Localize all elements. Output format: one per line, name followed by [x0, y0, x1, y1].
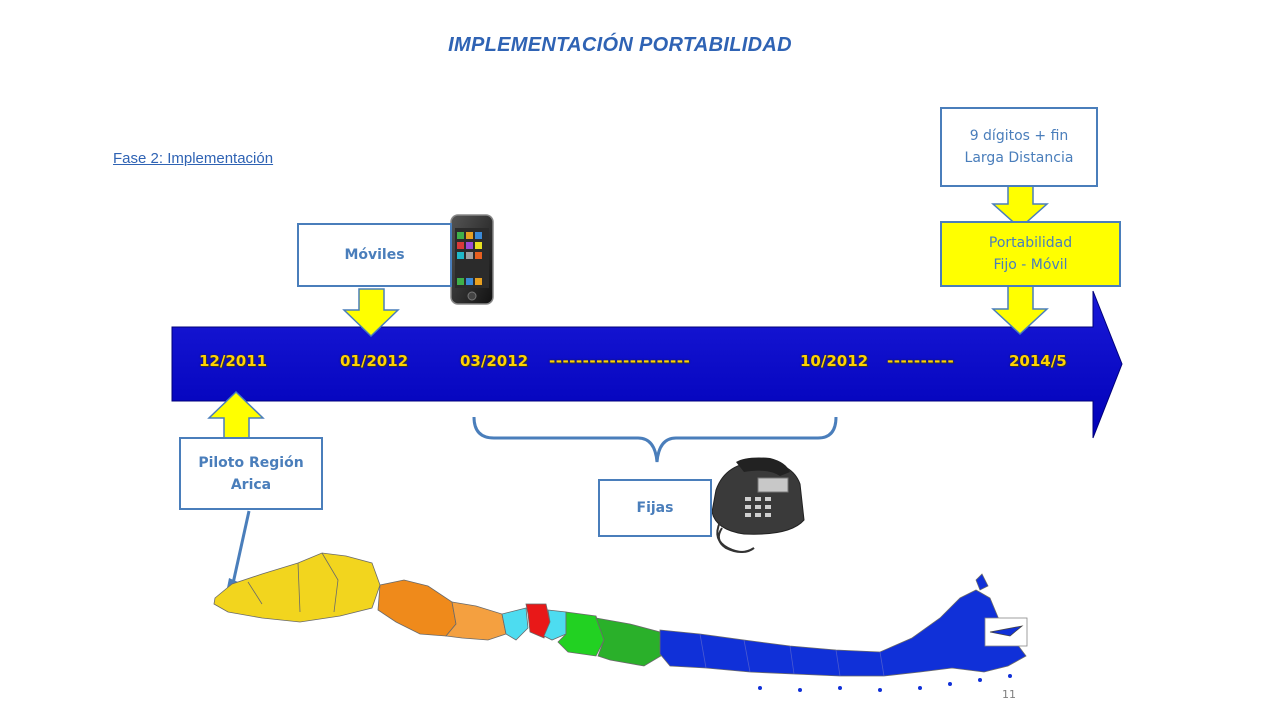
arrow-down-portabilidad [991, 285, 1049, 336]
date-01-2012: 01/2012 [340, 352, 409, 370]
arrow-down-moviles [342, 288, 400, 338]
arrow-down-nueve-digitos [991, 183, 1049, 230]
nueve-digitos-box: 9 dígitos + fin Larga Distancia [940, 107, 1098, 187]
date-10-2012: 10/2012 [800, 352, 869, 370]
fijas-box: Fijas [598, 479, 712, 537]
date-12-2011: 12/2011 [199, 352, 268, 370]
map-pointer-line [230, 510, 251, 589]
page-number: 11 [1002, 688, 1016, 701]
timeline-arrow [171, 290, 1123, 439]
date-03-2012: 03/2012 [460, 352, 529, 370]
fijas-label: Fijas [636, 500, 674, 516]
slide-title: IMPLEMENTACIÓN PORTABILIDAD [448, 34, 792, 56]
smartphone-icon [450, 214, 494, 305]
phase-link[interactable]: Fase 2: Implementación [113, 150, 274, 167]
date-2014-5: 2014/5 [1009, 352, 1067, 370]
nueve-digitos-label: 9 dígitos + fin Larga Distancia [964, 128, 1074, 166]
portabilidad-label: Portabilidad Fijo - Móvil [988, 235, 1073, 273]
dash-long: --------------------- [549, 352, 691, 370]
brace [472, 416, 838, 463]
moviles-label: Móviles [344, 247, 405, 263]
piloto-box: Piloto Región Arica [179, 437, 323, 510]
timeline-labels: 12/2011 01/2012 03/2012 ----------------… [0, 352, 1280, 380]
piloto-label: Piloto Región Arica [198, 454, 304, 493]
portabilidad-box: Portabilidad Fijo - Móvil [940, 221, 1121, 287]
dash-short: ---------- [887, 352, 955, 370]
moviles-box: Móviles [297, 223, 452, 287]
desk-phone-icon [711, 457, 805, 553]
chile-regions-map [213, 552, 1028, 692]
